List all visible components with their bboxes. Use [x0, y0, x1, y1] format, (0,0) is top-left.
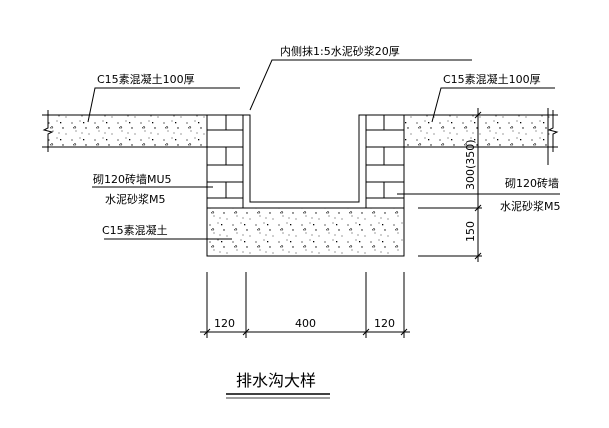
break-line-icon	[42, 110, 54, 152]
label-plaster: 内侧抹1:5水泥砂浆20厚	[280, 44, 400, 58]
label-left-wall-1: 砌120砖墙MU5	[93, 172, 172, 186]
dim-right-wall-width: 120	[374, 317, 395, 330]
left-top-slab	[42, 110, 207, 152]
dim-wall-height: 300(350)	[464, 139, 477, 190]
label-right-wall-2: 水泥砂浆M5	[500, 199, 561, 213]
dim-base-height: 150	[464, 221, 477, 242]
label-top-left-slab: C15素混凝土100厚	[97, 72, 195, 86]
horizontal-dimension-lines	[200, 272, 410, 338]
label-right-wall-1: 砌120砖墙	[505, 176, 559, 190]
dim-channel-width: 400	[295, 317, 316, 330]
label-base-concrete: C15素混凝土	[102, 223, 168, 237]
left-brick-wall	[206, 114, 244, 209]
drawing-title: 排水沟大样	[236, 371, 316, 390]
base-concrete-slab	[206, 207, 405, 257]
break-line-icon	[547, 110, 559, 152]
right-top-slab	[404, 110, 559, 152]
vertical-dimension-lines	[418, 108, 549, 262]
label-left-wall-2: 水泥砂浆M5	[105, 192, 166, 206]
plaster-lining	[242, 114, 367, 208]
dim-left-wall-width: 120	[214, 317, 235, 330]
label-top-right-slab: C15素混凝土100厚	[443, 72, 541, 86]
